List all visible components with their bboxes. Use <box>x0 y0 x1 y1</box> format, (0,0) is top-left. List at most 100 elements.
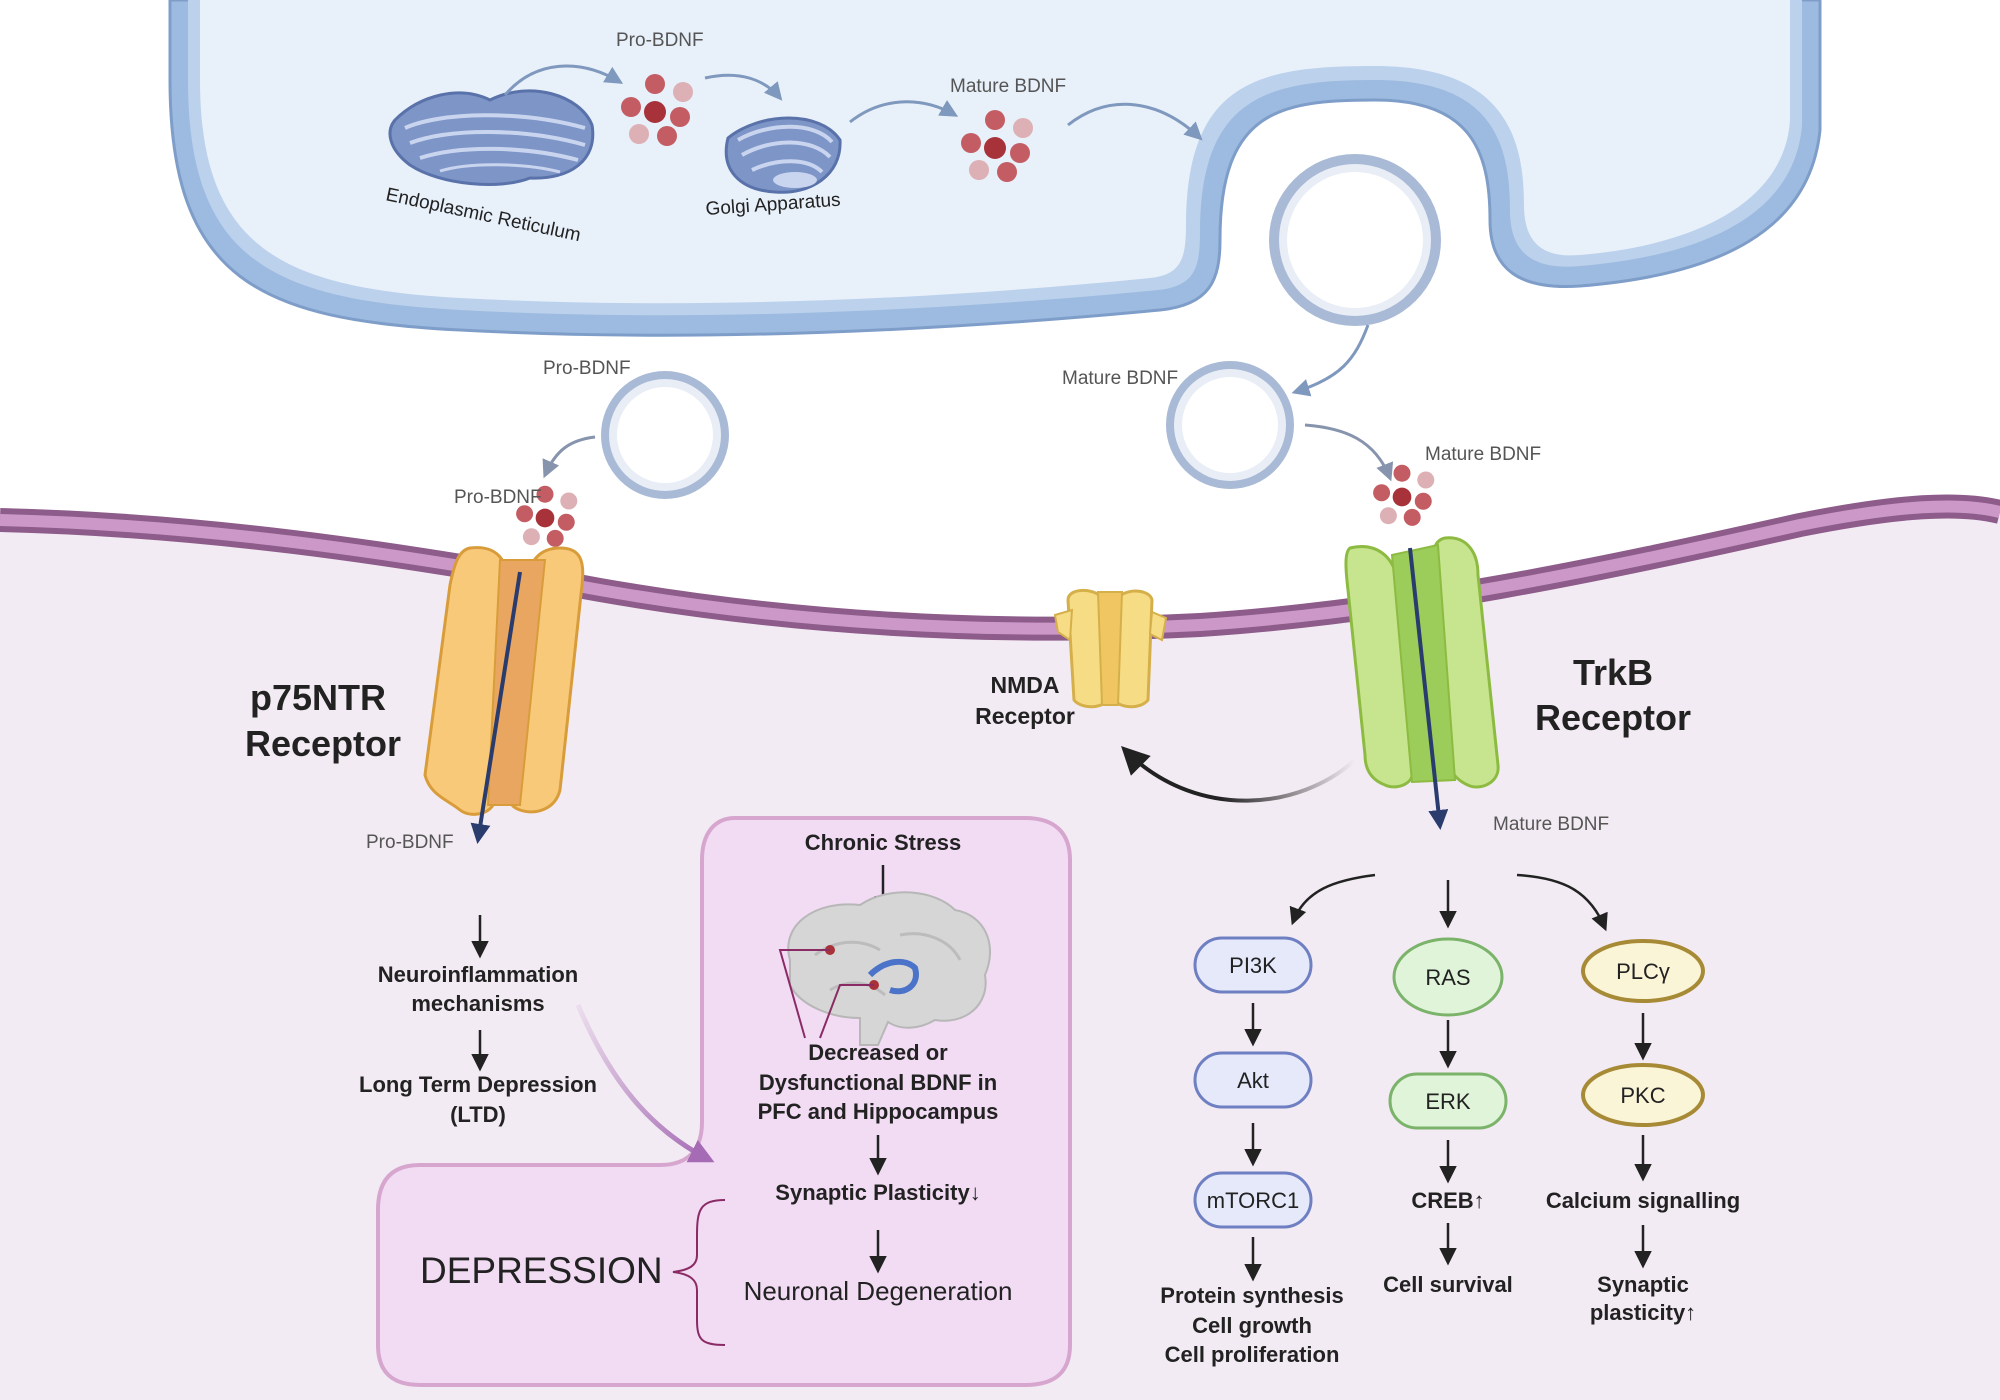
node-plc-shape <box>1581 939 1705 1003</box>
brain-icon <box>778 891 991 1046</box>
vesicle-probdnf-label: Pro-BDNF <box>543 358 631 379</box>
bdnf-particle <box>546 529 564 547</box>
depression-label: DEPRESSION <box>420 1250 663 1291</box>
bdnf-particle <box>961 133 981 153</box>
node-mtorc1-label: mTORC1 <box>1207 1188 1300 1213</box>
nmda-label-1: NMDA <box>991 672 1060 698</box>
node-erk: ERK <box>1388 1072 1508 1130</box>
nmda-receptor <box>1053 589 1168 709</box>
node-pkc-label: PKC <box>1620 1083 1665 1108</box>
mature-to-vesicle-arrow <box>1067 102 1203 141</box>
node-plc: PLCγ <box>1581 939 1705 1003</box>
ltd-2: (LTD) <box>450 1102 506 1127</box>
neuroinflammation-to-depression-arrow <box>575 1004 715 1163</box>
invagination-to-vesicle-arrow <box>1291 324 1370 397</box>
bdnf-particle <box>1417 471 1435 489</box>
bdnf-particle <box>645 74 665 94</box>
neuronal-degeneration: Neuronal Degeneration <box>744 1276 1013 1306</box>
node-akt-shape <box>1193 1051 1313 1109</box>
bdnf-decrease-1: Decreased or <box>808 1040 948 1065</box>
trkb-to-plc-arrow <box>1516 873 1608 932</box>
node-ras: RAS <box>1392 937 1504 1017</box>
chronic-stress: Chronic Stress <box>805 830 962 855</box>
vesicle-mature-label: Mature BDNF <box>1062 368 1178 389</box>
node-ras-shape <box>1392 937 1504 1017</box>
bdnf-particle <box>1373 484 1391 502</box>
trkb-outgoing-label: Mature BDNF <box>1493 814 1609 835</box>
endoplasmic-reticulum <box>388 89 595 186</box>
node-pkc-shape <box>1581 1063 1705 1127</box>
creb-up: CREB↑ <box>1411 1188 1484 1213</box>
cluster-trkb-in <box>1373 464 1435 526</box>
vesicle-to-trkb-arrow <box>1304 423 1394 482</box>
bdnf-particle <box>1013 118 1033 138</box>
node-pi3k-shape <box>1193 936 1313 994</box>
node-erk-shape <box>1388 1072 1508 1130</box>
bdnf-particle <box>522 528 540 546</box>
p75-title-2: Receptor <box>245 723 401 764</box>
bdnf-particle <box>557 513 575 531</box>
bdnf-decrease-2: Dysfunctional BDNF in <box>759 1070 997 1095</box>
golgi-apparatus <box>724 116 842 194</box>
p75-title-1: p75NTR <box>250 677 386 718</box>
bdnf-particle <box>536 485 554 503</box>
bdnf-particle <box>621 97 641 117</box>
bdnf-particle <box>535 508 555 528</box>
ltd-1: Long Term Depression <box>359 1072 597 1097</box>
trkb-title-2: Receptor <box>1535 697 1691 738</box>
neuroinflammation-1: Neuroinflammation <box>378 962 578 987</box>
calcium-signalling: Calcium signalling <box>1546 1188 1740 1213</box>
bdnf-particle <box>1379 507 1397 525</box>
bdnf-particle <box>985 110 1005 130</box>
cell-survival: Cell survival <box>1383 1272 1513 1297</box>
bdnf-decrease-3: PFC and Hippocampus <box>758 1099 999 1124</box>
bdnf-particle <box>997 162 1017 182</box>
nmda-label-2: Receptor <box>975 703 1075 729</box>
golgi-to-mature-arrow <box>849 100 959 124</box>
p75ntr-receptor <box>423 546 585 844</box>
node-akt: Akt <box>1193 1051 1313 1109</box>
cluster-mature-top <box>961 110 1033 182</box>
depression-brace <box>672 1199 726 1346</box>
synaptic-plasticity-up-2: plasticity↑ <box>1590 1300 1696 1325</box>
node-pi3k-label: PI3K <box>1229 953 1277 978</box>
vesicle-mature-bdnf <box>1166 361 1294 489</box>
bdnf-particle <box>644 101 666 123</box>
bdnf-particle <box>516 505 534 523</box>
bdnf-particle <box>1393 464 1411 482</box>
vesicle-probdnf <box>601 371 729 499</box>
p75-incoming-label: Pro-BDNF <box>454 487 542 508</box>
synaptic-plasticity-up-1: Synaptic <box>1597 1272 1689 1297</box>
trkb-incoming-label: Mature BDNF <box>1425 444 1541 465</box>
vesicle-presynaptic <box>1269 154 1441 326</box>
trkb-to-pi3k-arrow <box>1289 873 1376 926</box>
p75-signal-arrow <box>470 571 522 844</box>
neuroinflammation-2: mechanisms <box>411 991 544 1016</box>
bdnf-particle <box>969 160 989 180</box>
trkb-title-1: TrkB <box>1573 652 1653 693</box>
pi3k-outcome-3: Cell proliferation <box>1165 1342 1340 1367</box>
trkb-to-nmda-arrow <box>1128 753 1357 803</box>
bdnf-particle <box>1392 487 1412 507</box>
node-mtorc1: mTORC1 <box>1193 1171 1313 1229</box>
bdnf-particle <box>670 107 690 127</box>
p75-outgoing-label: Pro-BDNF <box>366 832 454 853</box>
bdnf-particle <box>1010 143 1030 163</box>
pi3k-outcome-1: Protein synthesis <box>1160 1283 1343 1308</box>
node-plc-label: PLCγ <box>1616 959 1670 984</box>
node-pkc: PKC <box>1581 1063 1705 1127</box>
bdnf-particle <box>984 137 1006 159</box>
node-akt-label: Akt <box>1237 1068 1269 1093</box>
node-erk-label: ERK <box>1425 1089 1471 1114</box>
bdnf-particle <box>1414 492 1432 510</box>
synaptic-plasticity-down: Synaptic Plasticity↓ <box>775 1180 980 1205</box>
bdnf-particle <box>629 124 649 144</box>
bdnf-particle <box>560 492 578 510</box>
pro-bdnf-label-top: Pro-BDNF <box>616 30 704 51</box>
pi3k-outcome-2: Cell growth <box>1192 1313 1312 1338</box>
mature-bdnf-label-top: Mature BDNF <box>950 76 1066 97</box>
cluster-er-out <box>621 74 693 146</box>
node-mtorc1-shape <box>1193 1171 1313 1229</box>
